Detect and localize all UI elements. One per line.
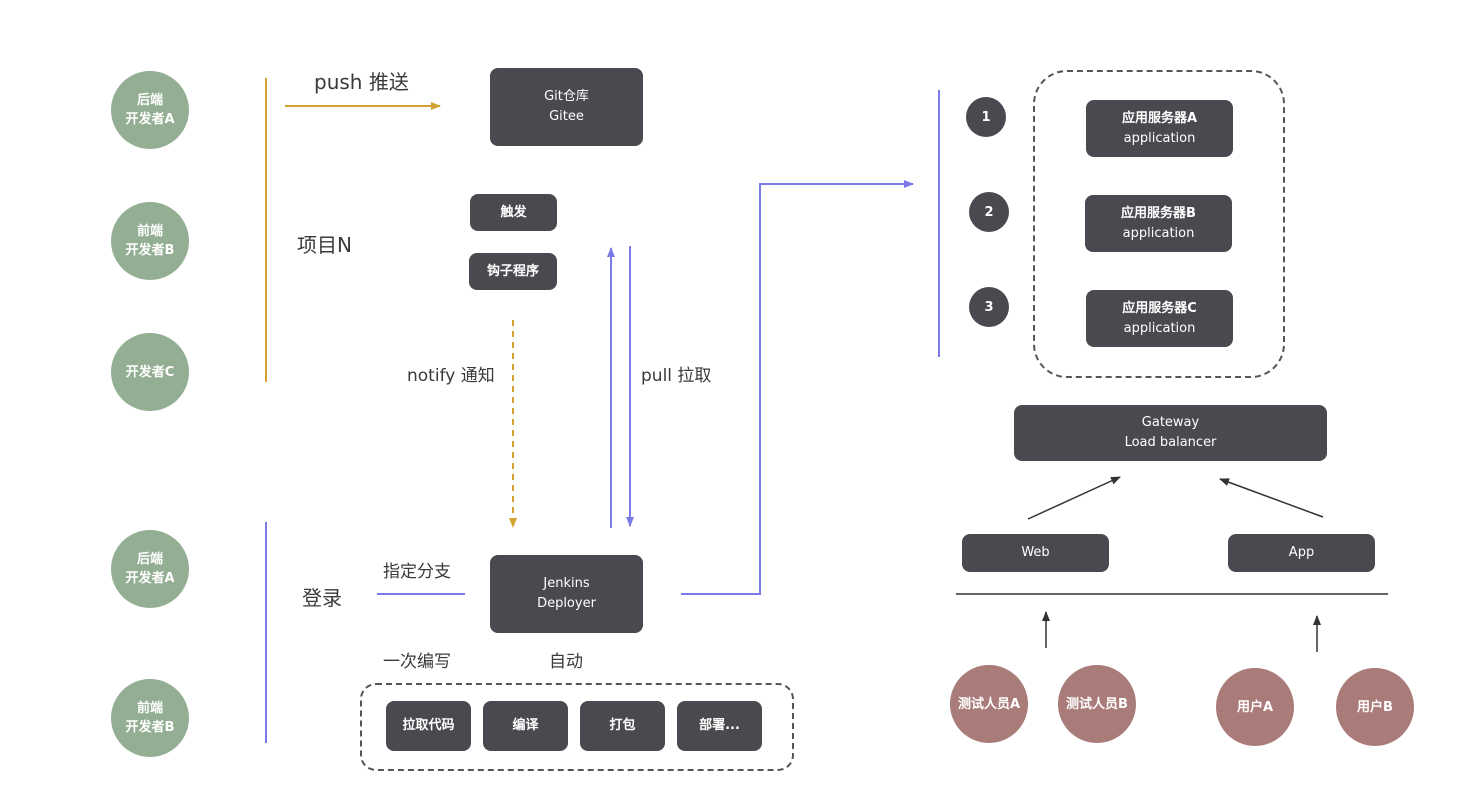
dev-backend-a-circle: 后端 开发者A xyxy=(111,71,189,149)
app-label: App xyxy=(1288,545,1315,560)
server-number: 3 xyxy=(984,299,994,315)
user-label: 用户A xyxy=(1236,699,1274,715)
login-dev-frontend-b-circle: 前端 开发者B xyxy=(111,679,189,757)
user-b-circle: 用户B xyxy=(1336,668,1414,746)
hook-box: 钩子程序 xyxy=(469,253,557,290)
deploy-arrow xyxy=(681,180,914,595)
project-label: 项目N xyxy=(297,233,352,257)
gateway-subtitle: Load balancer xyxy=(1124,435,1217,450)
app-server-a-box: 应用服务器A application xyxy=(1086,100,1233,157)
jenkins-title: Jenkins xyxy=(543,576,590,591)
dev-label: 前端 xyxy=(136,701,163,716)
step-label: 部署... xyxy=(699,718,740,733)
gateway-title: Gateway xyxy=(1141,415,1200,430)
user-label: 用户B xyxy=(1357,699,1393,715)
pipeline-step: 打包 xyxy=(580,701,665,751)
step-label: 打包 xyxy=(609,718,636,733)
app-server-b-box: 应用服务器B application xyxy=(1085,195,1232,252)
app-client-box: App xyxy=(1228,534,1375,572)
hook-label: 钩子程序 xyxy=(486,263,539,279)
jenkins-subtitle: Deployer xyxy=(537,596,596,611)
user-label: 测试人员A xyxy=(957,696,1021,712)
server-number-badge: 1 xyxy=(966,97,1006,137)
server-cluster-frame xyxy=(1033,70,1285,378)
web-to-gateway-arrow xyxy=(1027,476,1121,520)
server-subtitle: application xyxy=(1123,320,1196,336)
app-to-gateway-arrow xyxy=(1219,478,1324,518)
dev-label: 后端 xyxy=(136,552,163,567)
write-once-label: 一次编写 xyxy=(383,652,451,672)
server-title: 应用服务器A xyxy=(1121,110,1198,126)
web-label: Web xyxy=(1021,545,1050,560)
login-label: 登录 xyxy=(302,586,342,610)
server-number-badge: 2 xyxy=(969,192,1009,232)
trigger-box: 触发 xyxy=(470,194,557,231)
app-server-c-box: 应用服务器C application xyxy=(1086,290,1233,347)
dev-label: 后端 xyxy=(136,93,163,108)
server-subtitle: application xyxy=(1122,225,1195,241)
dev-label: 前端 xyxy=(136,224,163,239)
dev-label: 开发者A xyxy=(125,571,175,586)
auto-label: 自动 xyxy=(549,652,583,672)
step-label: 拉取代码 xyxy=(402,718,455,733)
server-number: 2 xyxy=(984,204,994,220)
trigger-label: 触发 xyxy=(500,204,527,220)
server-title: 应用服务器B xyxy=(1121,205,1196,221)
jenkins-box: Jenkins Deployer xyxy=(490,555,643,633)
pull-label: pull 拉取 xyxy=(641,366,712,386)
server-subtitle: application xyxy=(1123,130,1196,146)
git-repo-title: Git仓库 xyxy=(544,89,589,104)
step-label: 编译 xyxy=(512,718,539,733)
server-number-badge: 3 xyxy=(969,287,1009,327)
dev-c-circle: 开发者C xyxy=(111,333,189,411)
dev-label: 开发者C xyxy=(125,364,175,380)
notify-label: notify 通知 xyxy=(407,366,495,386)
tester-a-circle: 测试人员A xyxy=(950,665,1028,743)
user-a-circle: 用户A xyxy=(1216,668,1294,746)
dev-label: 开发者B xyxy=(125,243,175,258)
pipeline-frame xyxy=(360,683,794,771)
push-label: push 推送 xyxy=(314,70,409,94)
server-number: 1 xyxy=(981,109,991,125)
branch-label: 指定分支 xyxy=(383,562,451,582)
dev-frontend-b-circle: 前端 开发者B xyxy=(111,202,189,280)
pipeline-step: 拉取代码 xyxy=(386,701,471,751)
dev-label: 开发者A xyxy=(125,112,175,127)
dev-label: 开发者B xyxy=(125,720,175,735)
pipeline-step: 编译 xyxy=(483,701,568,751)
user-label: 测试人员B xyxy=(1066,696,1128,712)
gateway-box: Gateway Load balancer xyxy=(1014,405,1327,461)
pipeline-step: 部署... xyxy=(677,701,762,751)
web-client-box: Web xyxy=(962,534,1109,572)
git-repo-subtitle: Gitee xyxy=(549,109,584,124)
tester-b-circle: 测试人员B xyxy=(1058,665,1136,743)
login-dev-backend-a-circle: 后端 开发者A xyxy=(111,530,189,608)
git-repo-box: Git仓库 Gitee xyxy=(490,68,643,146)
server-title: 应用服务器C xyxy=(1122,300,1197,316)
